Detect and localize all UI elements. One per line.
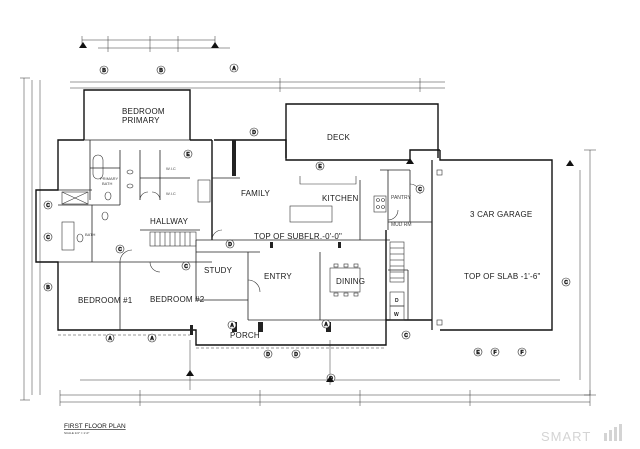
elevation-tags: B B B A A A A A C C C C C C C D D D D D …: [43, 63, 571, 383]
svg-text:A: A: [232, 66, 236, 72]
tag-c-5: C: [415, 184, 425, 194]
room-label-entry: ENTRY: [264, 272, 292, 281]
room-label-mud-rm: MUD RM: [391, 222, 412, 228]
tag-b-3: B: [43, 282, 53, 292]
svg-text:E: E: [186, 152, 190, 158]
room-label-dining: DINING: [336, 277, 365, 286]
room-label-deck: DECK: [327, 133, 350, 142]
dimension-lines: [20, 36, 596, 406]
tag-a-5: A: [321, 319, 331, 329]
svg-text:B: B: [46, 285, 50, 291]
tag-c-7: C: [561, 277, 571, 287]
tag-b-2: B: [156, 65, 166, 75]
tag-a-2: A: [105, 333, 115, 343]
room-label-wic-1: W.I.C: [166, 166, 176, 171]
stairs-mud: [389, 241, 405, 283]
plan-scale: SCALE 1/4" = 1'-0": [64, 431, 89, 435]
stairs-hall: [149, 231, 197, 247]
svg-text:D: D: [252, 130, 256, 136]
svg-text:C: C: [418, 187, 422, 193]
svg-text:E: E: [476, 350, 480, 356]
svg-text:C: C: [46, 235, 50, 241]
room-labels: BEDROOM PRIMARY DECK PRIMARY BATH W.I.C …: [78, 107, 541, 340]
interior-walls: [58, 139, 432, 330]
tag-a-1: A: [229, 63, 239, 73]
tag-d-2: D: [263, 349, 273, 359]
room-label-bedroom-2: BEDROOM #2: [150, 295, 205, 304]
svg-text:A: A: [324, 322, 328, 328]
room-label-kitchen: KITCHEN: [322, 194, 359, 203]
tag-d-4: D: [225, 239, 235, 249]
room-label-porch: PORCH: [230, 331, 260, 340]
svg-text:D: D: [228, 242, 232, 248]
room-label-bath: BATH: [85, 232, 95, 237]
svg-text:C: C: [184, 264, 188, 270]
svg-text:A: A: [230, 323, 234, 329]
room-label-dryer: D: [395, 298, 399, 304]
svg-text:C: C: [118, 247, 122, 253]
room-label-bedroom-primary-1: BEDROOM: [122, 107, 165, 116]
plan-title: FIRST FLOOR PLAN: [64, 423, 126, 430]
svg-text:A: A: [108, 336, 112, 342]
svg-text:E: E: [318, 164, 322, 170]
svg-text:C: C: [564, 280, 568, 286]
tag-a-4: A: [227, 320, 237, 330]
room-label-washer: W: [394, 312, 399, 318]
section-markers: [79, 42, 574, 382]
tag-e-1: E: [315, 161, 325, 171]
svg-text:F: F: [493, 350, 496, 356]
room-label-top-slab: TOP OF SLAB -1'-6": [464, 272, 541, 281]
tag-b-1: B: [99, 65, 109, 75]
room-label-hallway: HALLWAY: [150, 217, 189, 226]
svg-text:D: D: [294, 352, 298, 358]
svg-text:D: D: [266, 352, 270, 358]
tag-e-2: E: [473, 347, 483, 357]
tag-d-1: D: [249, 127, 259, 137]
svg-text:C: C: [404, 333, 408, 339]
fixtures: [61, 154, 443, 326]
tag-c-2: C: [43, 232, 53, 242]
svg-text:A: A: [150, 336, 154, 342]
room-label-pantry: PANTRY: [391, 195, 411, 201]
watermark: SMART: [541, 424, 622, 444]
room-label-family: FAMILY: [241, 189, 271, 198]
tag-c-4: C: [181, 261, 191, 271]
washer: [389, 305, 405, 321]
svg-text:B: B: [159, 68, 163, 74]
tag-c-6: C: [401, 330, 411, 340]
room-label-top-subflr: TOP OF SUBFLR.-0'-0": [254, 232, 342, 241]
room-label-garage: 3 CAR GARAGE: [470, 210, 532, 219]
tag-f-2: F: [517, 347, 527, 357]
tag-c-3: C: [115, 244, 125, 254]
room-label-wic-2: W.I.C: [166, 191, 176, 196]
svg-text:C: C: [46, 203, 50, 209]
tag-f-1: F: [490, 347, 500, 357]
room-label-primary-bath-1: PRIMARY: [100, 176, 118, 181]
room-label-bedroom-primary-2: PRIMARY: [122, 116, 160, 125]
svg-text:B: B: [102, 68, 106, 74]
svg-text:F: F: [520, 350, 523, 356]
porch-outline: [58, 334, 386, 349]
watermark-text: SMART: [541, 429, 591, 444]
room-label-bedroom-1: BEDROOM #1: [78, 296, 133, 305]
tag-d-3: D: [291, 349, 301, 359]
tag-c-1: C: [43, 200, 53, 210]
room-label-study: STUDY: [204, 266, 233, 275]
room-label-primary-bath-2: BATH: [102, 181, 112, 186]
tag-e-3: E: [183, 149, 193, 159]
exterior-walls: [35, 89, 553, 346]
tag-a-3: A: [147, 333, 157, 343]
